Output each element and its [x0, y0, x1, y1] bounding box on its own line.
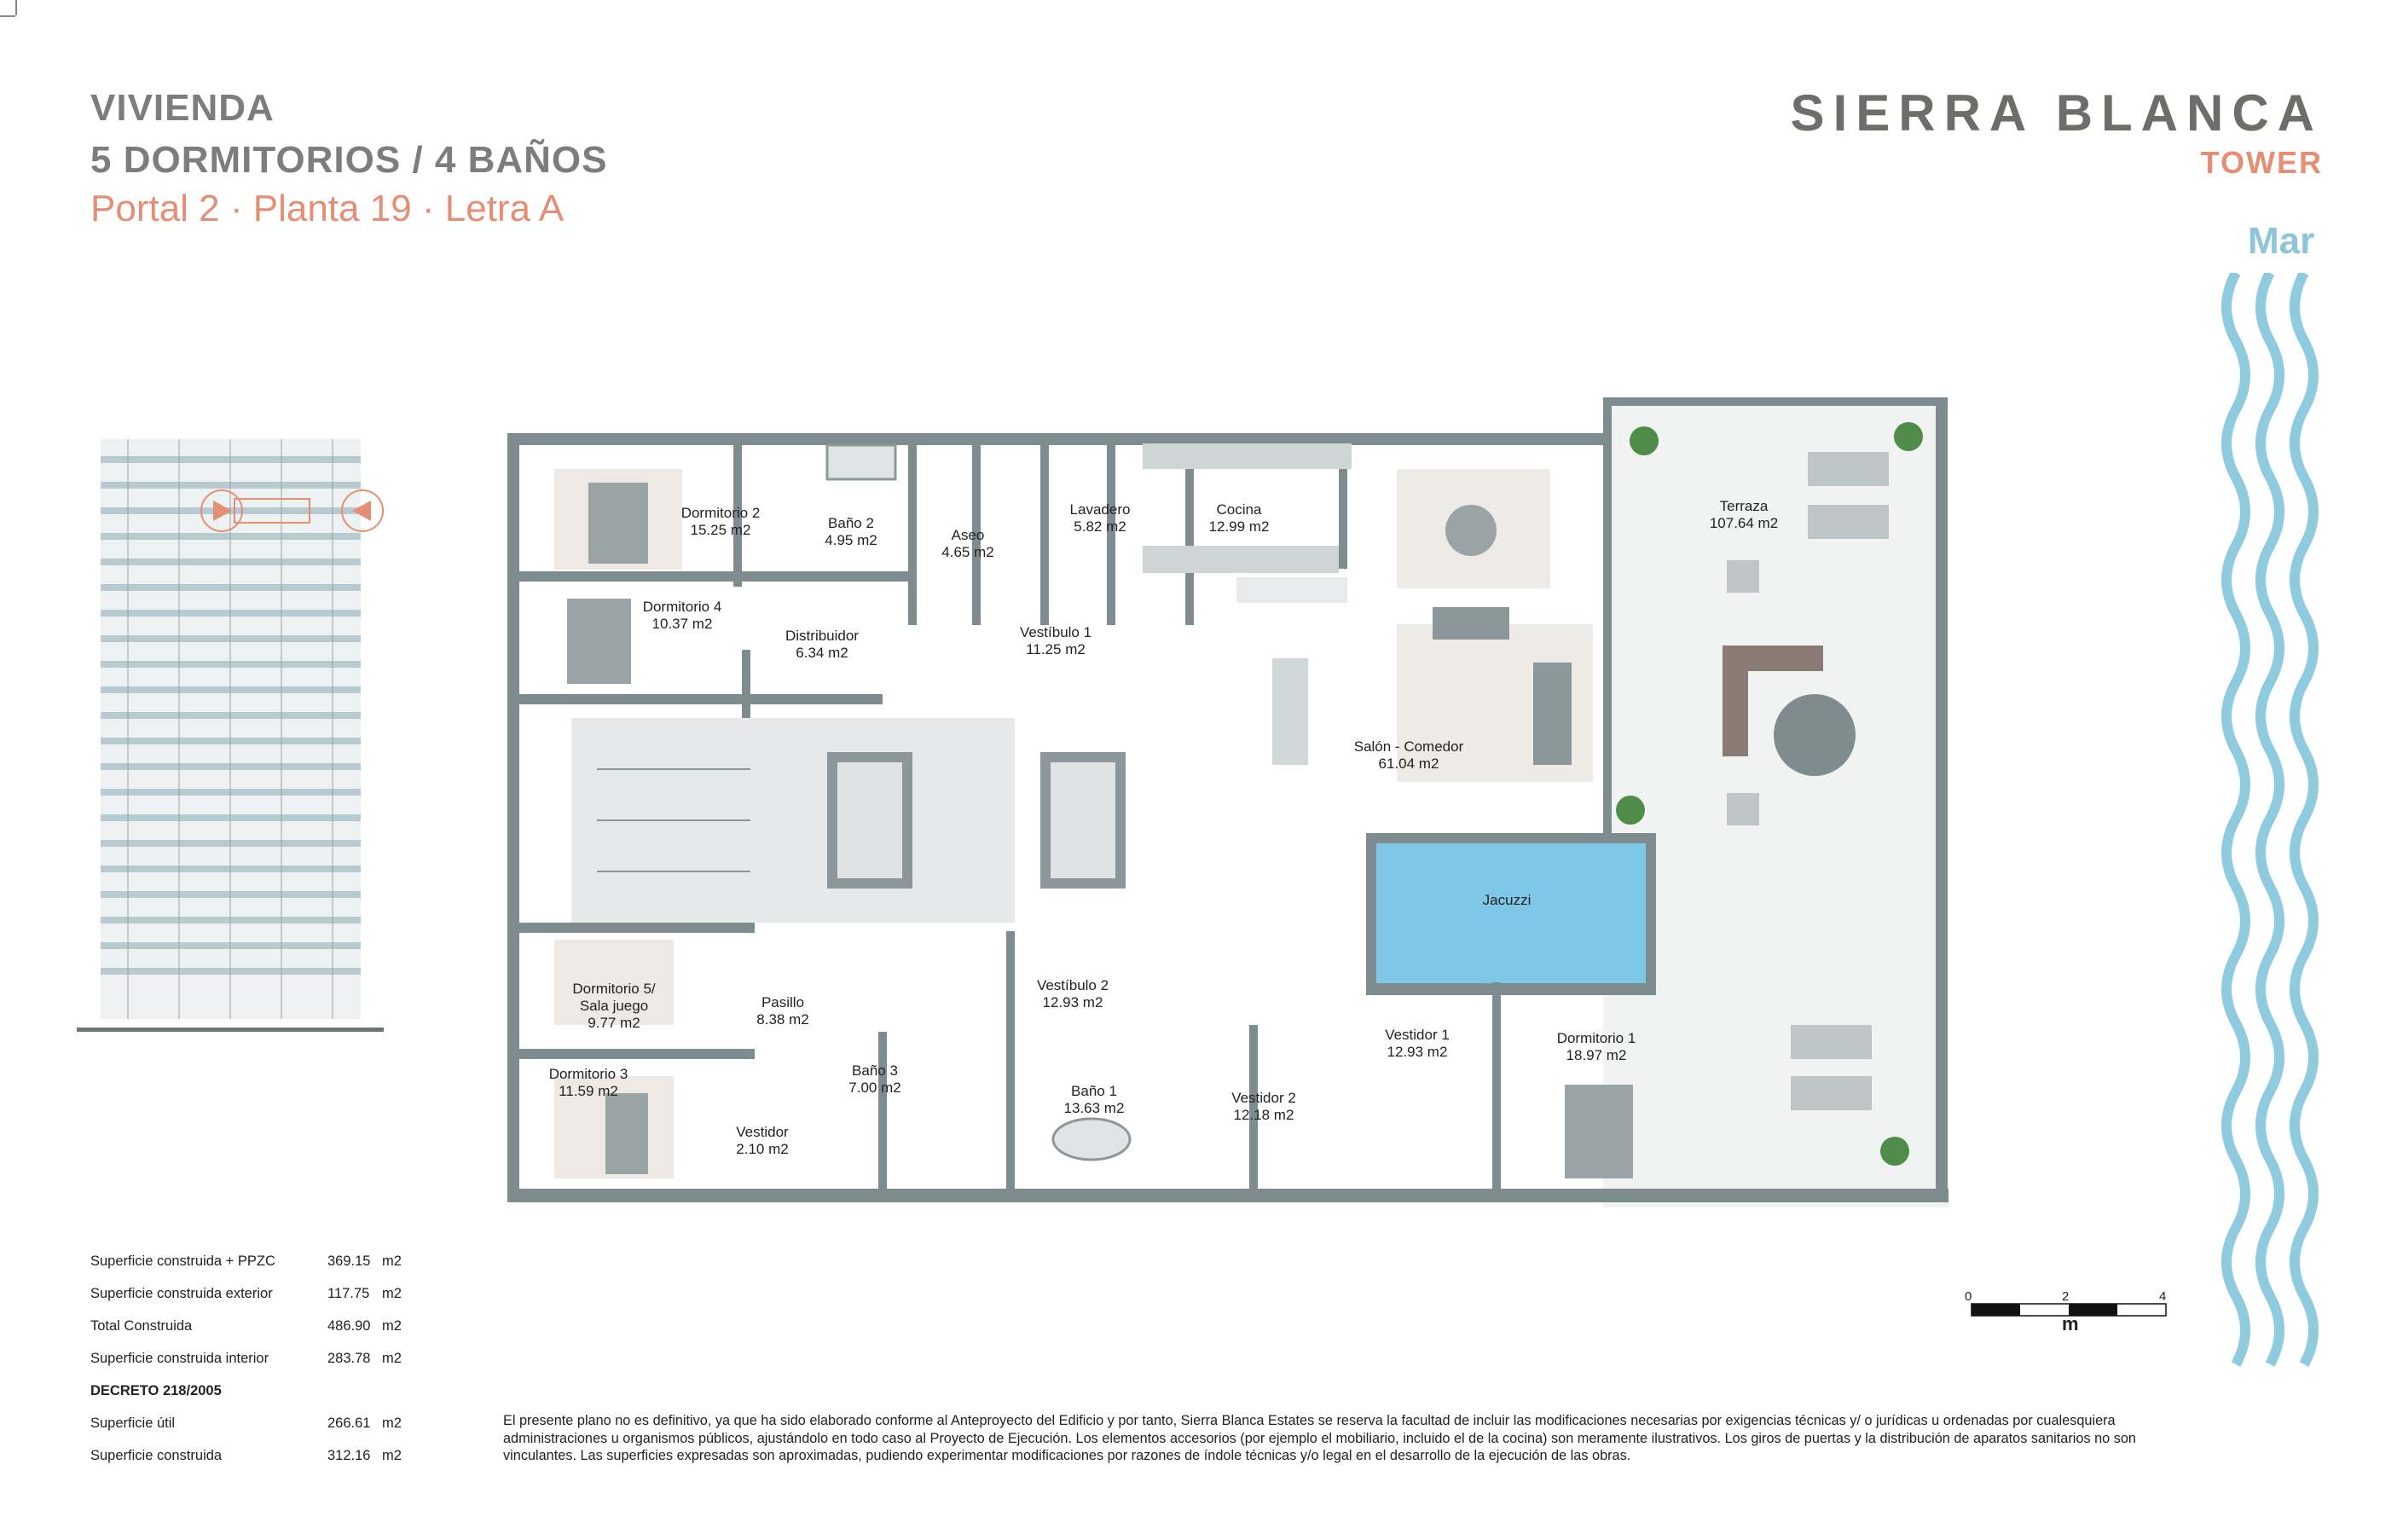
kitchen-counter — [1143, 443, 1352, 469]
orientation-label: Mar — [2248, 220, 2315, 262]
scale-tick: 2 — [2062, 1289, 2070, 1304]
scale-tick: 0 — [1965, 1289, 1972, 1304]
surface-unit: m2 — [382, 1318, 402, 1334]
unit-type: 5 DORMITORIOS / 4 BAÑOS — [90, 139, 608, 181]
surface-value: 369.15 — [327, 1253, 371, 1269]
bathtub — [825, 443, 897, 481]
scale-tick: 4 — [2159, 1289, 2167, 1304]
brand-logo: SIERRA BLANCA — [1790, 84, 2323, 142]
surface-label: Superficie útil — [90, 1416, 176, 1431]
surface-label: Total Construida — [90, 1318, 193, 1334]
scale-bar-graphic — [1971, 1303, 2167, 1317]
terrace — [1603, 397, 1948, 1207]
floor-plan — [507, 394, 1948, 1208]
surface-unit: m2 — [382, 1253, 402, 1269]
parasol — [1774, 694, 1856, 776]
surface-label: Superficie construida + PPZC — [90, 1253, 275, 1269]
room-label-jacuzzi: Jacuzzi — [1482, 892, 1532, 908]
bed — [1565, 1085, 1633, 1178]
surface-value: 283.78 — [327, 1351, 371, 1366]
surface-unit: m2 — [382, 1448, 402, 1463]
crop-mark — [15, 0, 17, 15]
terrace-sofa — [1723, 646, 1823, 756]
sea-waves-graphic — [2221, 273, 2319, 1367]
surface-value: 486.90 — [327, 1318, 371, 1334]
brand-sub: TOWER — [2200, 145, 2323, 180]
surface-label: Superficie construida interior — [90, 1351, 269, 1366]
surface-value: 117.75 — [327, 1286, 370, 1301]
surface-label: Superficie construida — [90, 1448, 223, 1463]
decreto-title: DECRETO 218/2005 — [90, 1383, 222, 1398]
page-title: VIVIENDA — [90, 87, 275, 129]
crop-mark — [0, 15, 15, 17]
unit-location: Portal 2 · Planta 19 · Letra A — [90, 188, 565, 229]
surface-label: Superficie construida exterior — [90, 1286, 273, 1301]
surface-unit: m2 — [382, 1416, 402, 1431]
dining-table — [1272, 658, 1308, 765]
bed — [554, 940, 674, 1025]
bathtub — [1051, 1117, 1132, 1161]
disclaimer: El presente plano no es definitivo, ya q… — [503, 1413, 2136, 1463]
surface-unit: m2 — [382, 1351, 402, 1366]
scale-unit: m — [2062, 1313, 2079, 1334]
surface-value: 266.61 — [327, 1416, 371, 1431]
surface-unit: m2 — [382, 1286, 402, 1301]
building-elevation — [77, 439, 384, 1032]
surface-value: 312.16 — [327, 1448, 371, 1463]
bed — [567, 599, 631, 684]
